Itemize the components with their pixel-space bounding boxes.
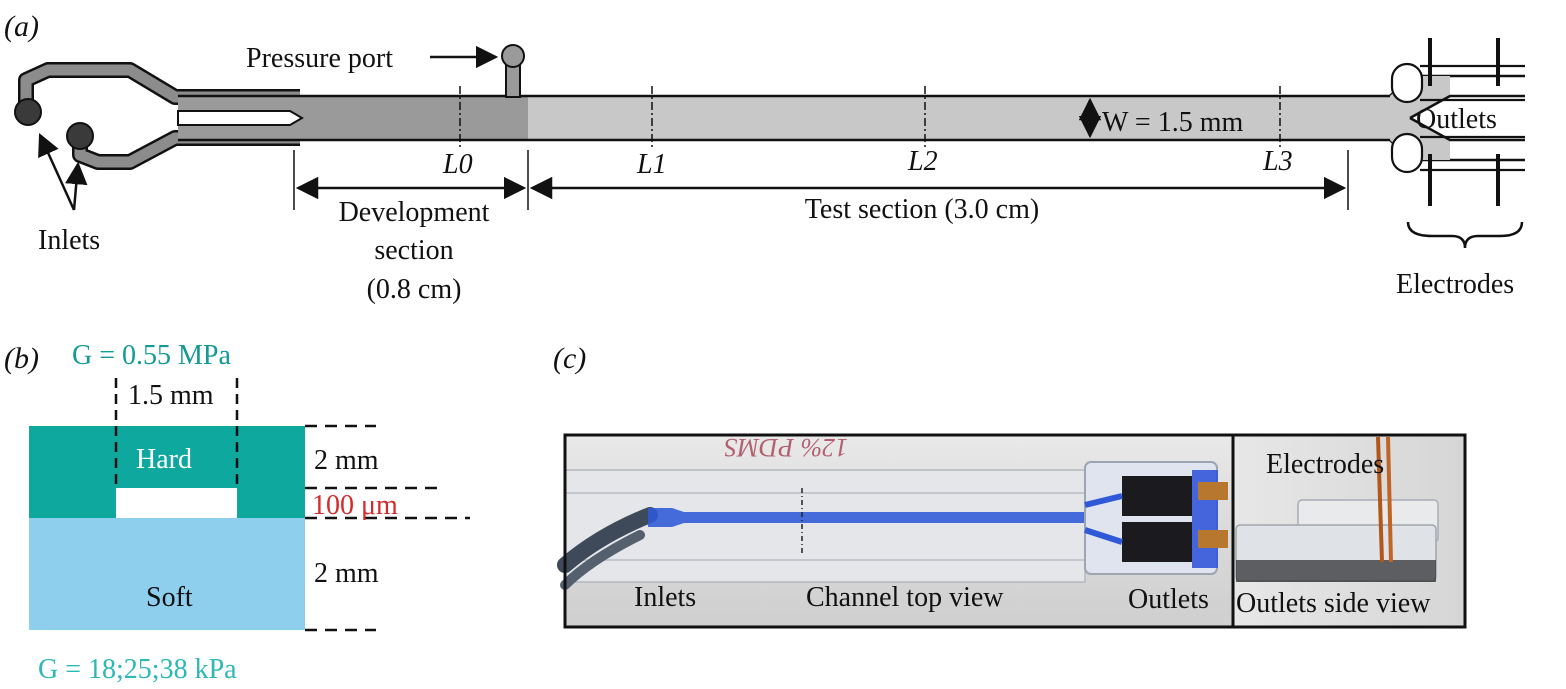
photo-electrodes-label: Electrodes (1266, 449, 1384, 480)
inlet-arrow-1 (38, 132, 76, 211)
inlet-arrow-2 (65, 161, 88, 211)
electrode-marks (1428, 38, 1500, 206)
test-channel (528, 96, 1390, 140)
position-l3: L3 (1262, 146, 1293, 177)
photo-frame (563, 433, 1467, 629)
position-l0: L0 (442, 149, 473, 180)
inlets-label: Inlets (38, 225, 100, 256)
g-soft-label: G = 18;25;38 kPa (38, 654, 237, 685)
inlet-tubing (557, 507, 658, 573)
inlet-port-2 (66, 122, 94, 150)
top-view-photo: 12% PDMS (557, 433, 1233, 627)
pressure-port-stem (505, 63, 521, 98)
g-hard-label: G = 0.55 MPa (72, 340, 231, 371)
development-section-line3: (0.8 cm) (367, 274, 462, 305)
splitter-plate (177, 110, 304, 126)
position-l1: L1 (636, 149, 667, 180)
channel-top-view-label: Channel top view (806, 582, 1004, 613)
panel-a: (a) Pressure port (4, 10, 1525, 305)
development-section-line2: section (374, 235, 453, 266)
hard-thickness-label: 2 mm (314, 445, 379, 476)
outlets-label: Outlets (1416, 104, 1497, 135)
panel-b: (b) G = 0.55 MPa 1.5 mm Hard Soft 2 mm 1… (4, 340, 470, 685)
photo-inlets-label: Inlets (634, 582, 696, 613)
pressure-port-label: Pressure port (246, 43, 393, 74)
soft-layer (29, 518, 305, 630)
handwritten-label: 12% PDMS (725, 433, 848, 462)
outlet-electrode-bottom (1122, 522, 1192, 562)
outlets-side-view-label: Outlets side view (1236, 588, 1431, 619)
measurement-lines (459, 86, 1281, 150)
development-section-line1: Development (339, 197, 490, 228)
side-view-photo (1233, 435, 1465, 627)
thickness-dashes (305, 424, 470, 632)
channel-gap (116, 488, 237, 518)
outlet-bulb-bottom (1390, 132, 1424, 174)
hard-label: Hard (136, 444, 192, 475)
pressure-port (501, 44, 525, 68)
outlet-electrode-top (1122, 476, 1192, 516)
electrodes-label: Electrodes (1396, 269, 1514, 300)
test-section-label: Test section (3.0 cm) (805, 194, 1039, 225)
outlet-bulb-top (1390, 62, 1424, 104)
soft-thickness-label: 2 mm (314, 558, 379, 589)
width-label: W = 1.5 mm (1102, 107, 1243, 138)
panel-c-label: (c) (553, 342, 586, 375)
panel-c: (c) 12% PDMS (553, 342, 1467, 629)
panel-b-label: (b) (4, 342, 39, 375)
inlet-port-1 (14, 98, 42, 126)
panel-a-label: (a) (4, 10, 39, 43)
electrodes-brace (1406, 221, 1524, 249)
photo-outlets-label: Outlets (1128, 584, 1209, 615)
soft-label: Soft (146, 582, 193, 613)
gap-label: 100 μm (312, 490, 398, 521)
channel-width-label: 1.5 mm (128, 380, 214, 411)
blue-channel (648, 508, 1085, 527)
position-l2: L2 (907, 146, 938, 177)
